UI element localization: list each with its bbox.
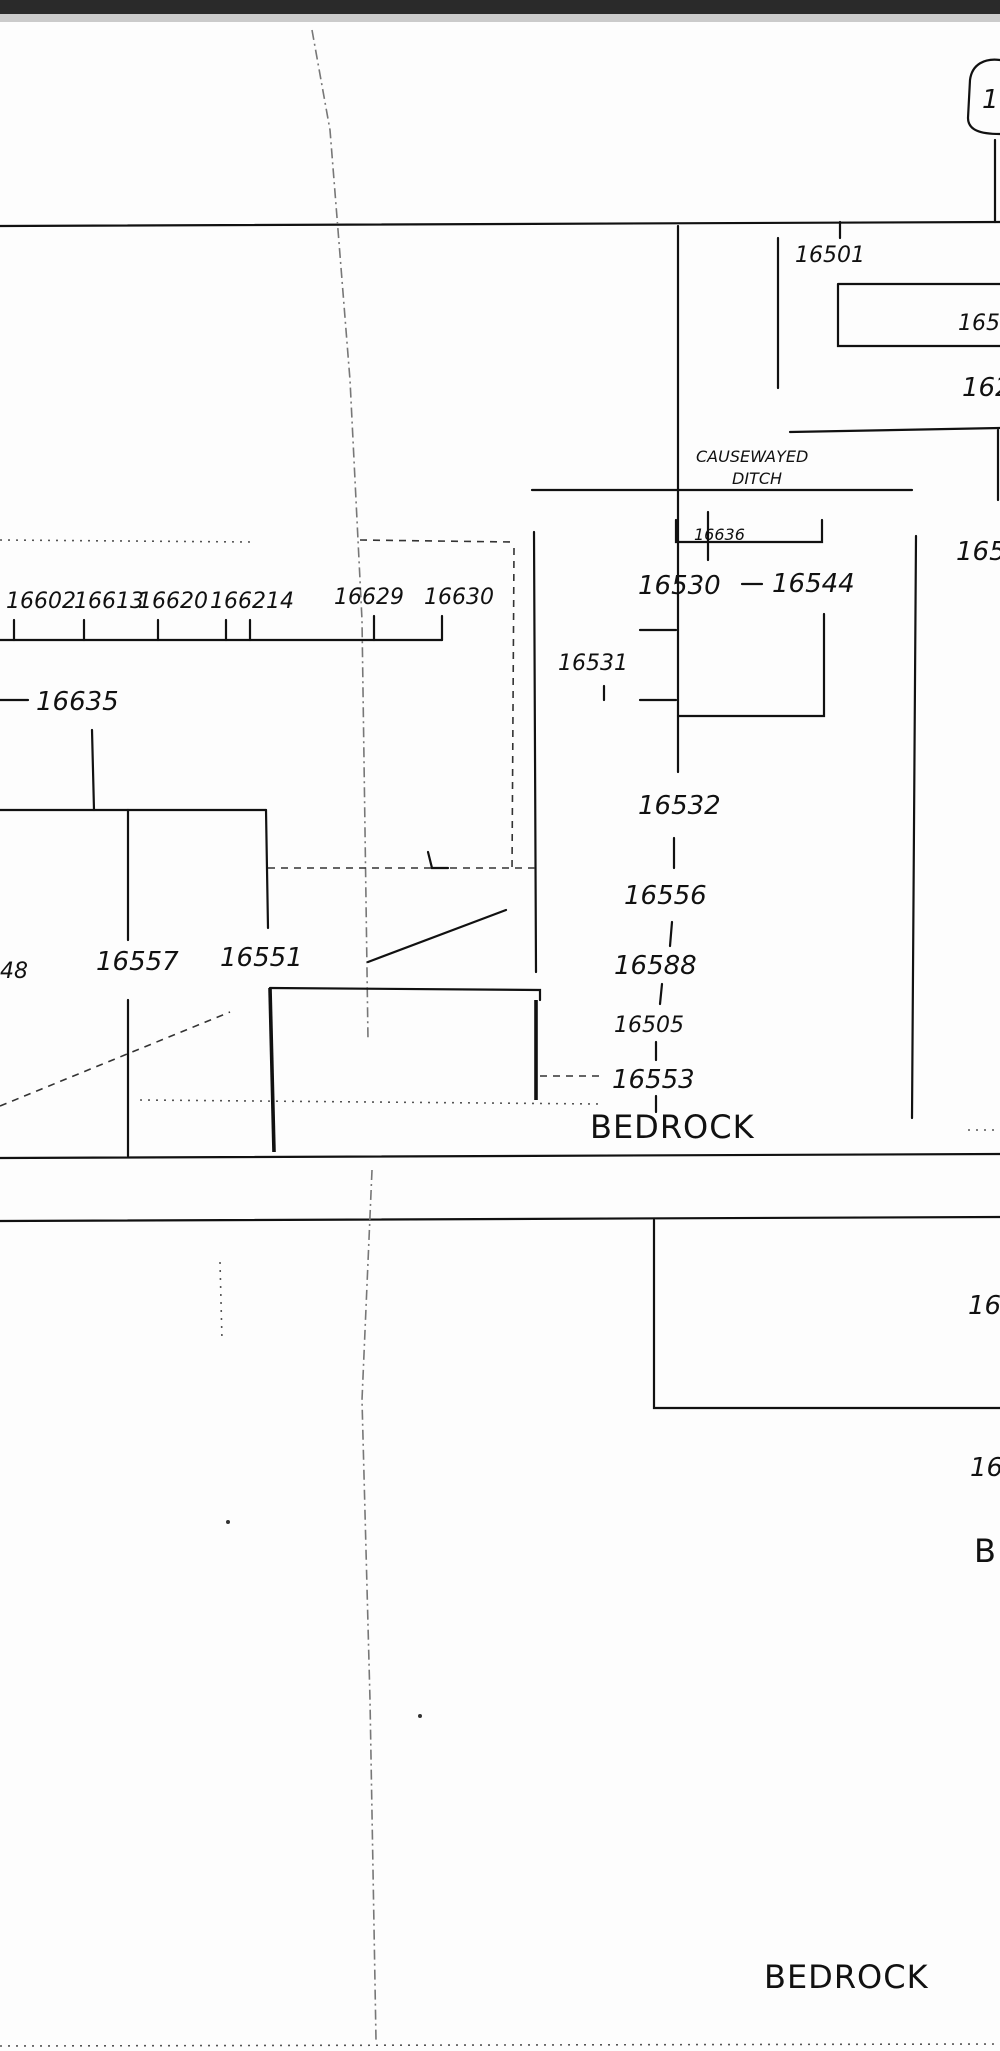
drop-16551 — [264, 808, 270, 930]
header-dashed-top — [359, 539, 513, 543]
horizontal-to-16588 — [268, 986, 542, 1002]
label-16556: 16556 — [624, 881, 707, 911]
label-165-partial: 165 — [956, 537, 1000, 567]
link-16588-16505 — [658, 982, 664, 1006]
label-16502-partial: 1650 — [958, 311, 1000, 336]
label-16553: 16553 — [612, 1065, 695, 1095]
lower-right-box — [652, 1218, 1000, 1410]
thick-vert-16551 — [268, 987, 276, 1153]
label-166214: 166214 — [210, 589, 294, 614]
causeway-label-2: DITCH — [732, 469, 782, 488]
top-right-circle-box — [966, 58, 1000, 136]
label-16531: 16531 — [558, 651, 628, 676]
scan-edge-bottom — [0, 2043, 1000, 2047]
causeway-label-1: CAUSEWAYED — [696, 447, 808, 466]
label-162-partial: 162 — [962, 373, 1000, 403]
label-16532: 16532 — [638, 791, 721, 821]
label-16557: 16557 — [96, 947, 179, 977]
line-above-causeway — [788, 426, 1000, 434]
label-lower-partial-2: 16 — [970, 1453, 1000, 1483]
speck-2 — [418, 1714, 422, 1718]
faint-dots-lower-left — [219, 1261, 223, 1341]
diagonal-upper — [366, 908, 508, 964]
label-16602: 16602 — [6, 589, 76, 614]
scan-edge-shadow — [0, 14, 1000, 22]
bracket-16636 — [674, 518, 824, 544]
label-16588: 16588 — [614, 951, 697, 981]
label-lower-partial-b: B — [974, 1532, 997, 1570]
label-16613: 16613 — [74, 589, 144, 614]
header-dashed-right — [511, 547, 515, 873]
upper-divider-line — [0, 220, 1000, 228]
middle-divider-bottom — [0, 1215, 1000, 1223]
right-vertical-ditch — [910, 534, 918, 1120]
label-16530: 16530 — [638, 571, 721, 601]
fold-line-lower — [361, 1169, 377, 2041]
label-16629: 16629 — [334, 585, 404, 610]
drop-16635 — [90, 728, 96, 812]
dotted-horizontal-lower — [139, 1099, 601, 1105]
label-lower-partial-1: 16 — [968, 1291, 1000, 1321]
label-16635: 16635 — [36, 687, 119, 717]
label-16551: 16551 — [220, 943, 303, 973]
box-16544 — [676, 612, 826, 718]
link-16556-16588 — [668, 920, 674, 948]
label-16505: 16505 — [614, 1013, 684, 1038]
label-16501: 16501 — [795, 243, 865, 268]
label-16636: 16636 — [694, 525, 745, 544]
label-bedrock-mid: BEDROCK — [590, 1108, 755, 1146]
middle-divider-top — [0, 1152, 1000, 1160]
label-16620: 16620 — [138, 589, 208, 614]
small-step-mark — [426, 850, 450, 870]
label-16544: 16544 — [772, 569, 855, 599]
fold-line-upper — [311, 29, 369, 1041]
box-16502 — [836, 282, 1000, 348]
label-bedrock-bottom: BEDROCK — [764, 1958, 929, 1996]
scan-edge-top — [0, 0, 1000, 14]
bracket-16531 — [602, 628, 678, 702]
vertical-near-seq — [532, 530, 538, 974]
speck-1 — [226, 1520, 230, 1524]
label-16630: 16630 — [424, 585, 494, 610]
diagonal-lower — [0, 1011, 231, 1107]
label-1648-partial: 48 — [0, 959, 28, 984]
faint-header-line — [0, 539, 251, 543]
top-right-partial-label: 1 — [982, 85, 999, 115]
